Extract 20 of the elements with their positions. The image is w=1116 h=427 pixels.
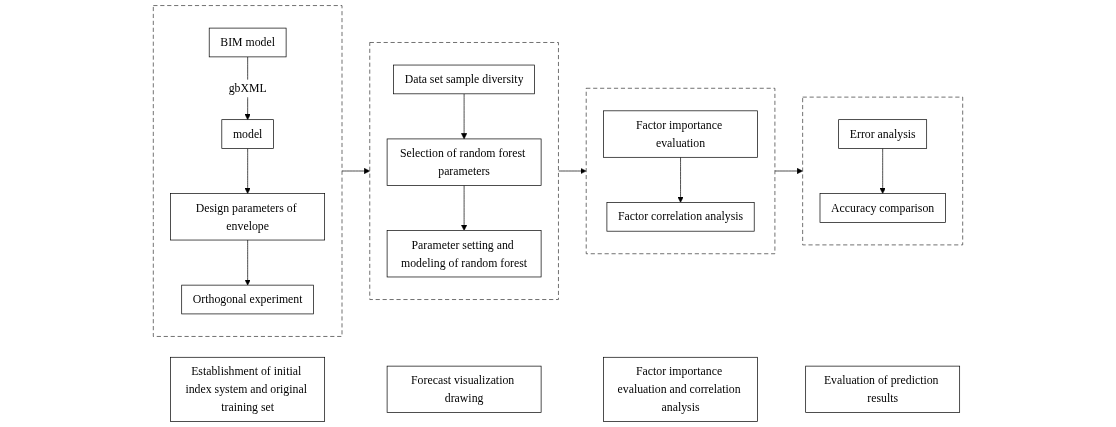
node-box: Evaluation of prediction results — [805, 365, 961, 413]
node-box: model — [221, 119, 274, 149]
cluster — [152, 5, 343, 337]
node-box: Selection of random forest parameters — [386, 138, 542, 186]
node-box: Establishment of initial index system and original training set — [170, 356, 325, 422]
node-box: BIM model — [208, 27, 287, 58]
node-box: Factor importance evaluation — [603, 110, 758, 158]
node-box: Factor correlation analysis — [606, 202, 755, 232]
cluster — [802, 96, 964, 246]
node-box: Orthogonal experiment — [181, 284, 314, 315]
edge-label: gbXML — [228, 81, 267, 95]
node-box: Accuracy comparison — [819, 193, 946, 223]
cluster — [369, 42, 559, 300]
node-box: Data set sample diversity — [393, 64, 535, 95]
node-box: Forecast visualization drawing — [386, 365, 542, 413]
node-box: Design parameters of envelope — [170, 193, 325, 241]
node-box: Error analysis — [838, 119, 928, 149]
cluster — [585, 87, 776, 255]
node-box: Parameter setting and modeling of random forest — [386, 230, 542, 278]
node-box: Factor importance evaluation and correlation analysis — [603, 356, 758, 422]
